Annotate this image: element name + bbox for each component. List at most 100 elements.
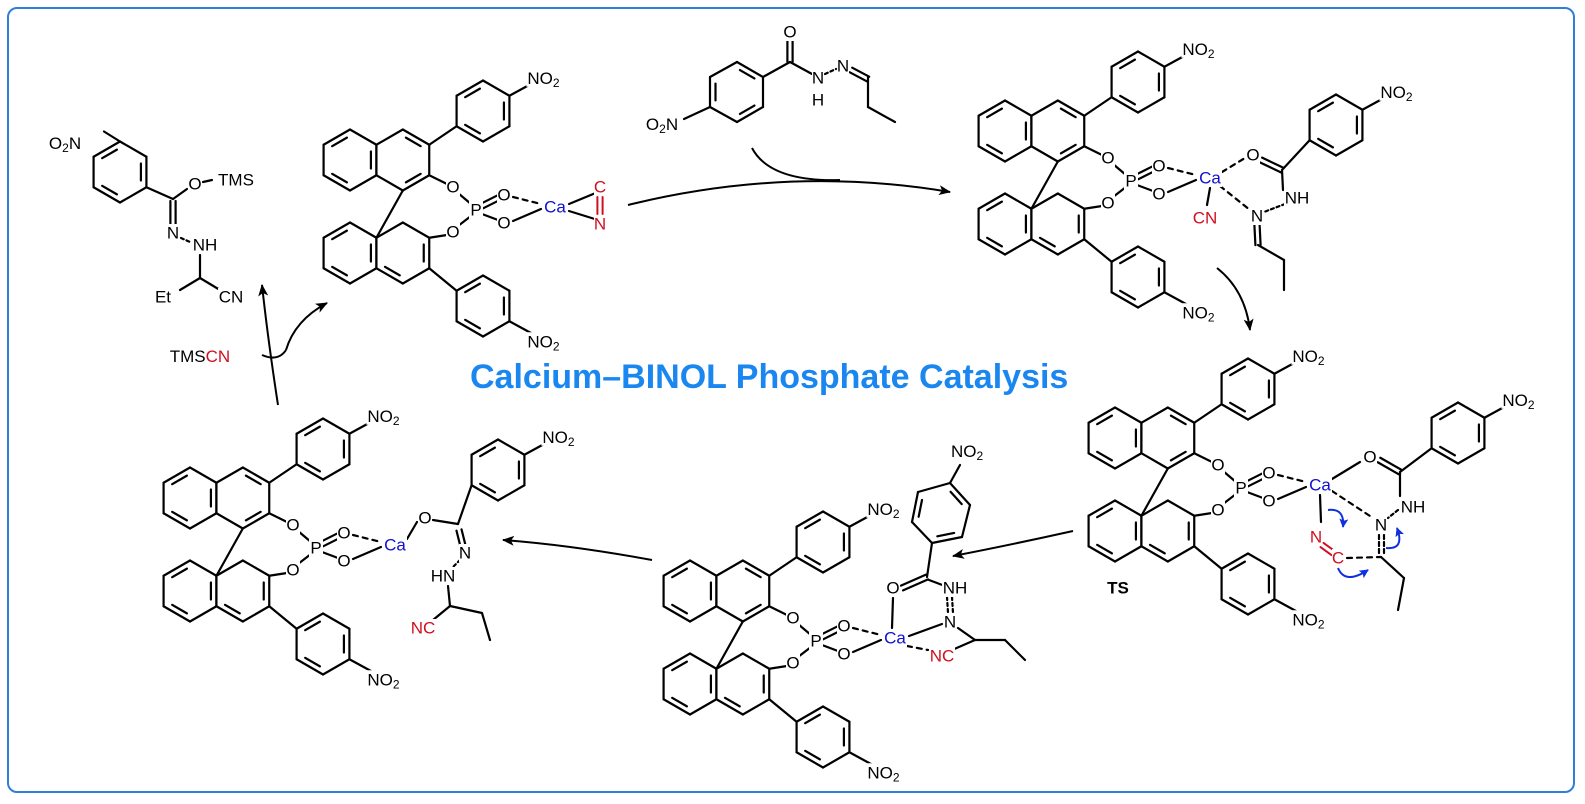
double-bond	[671, 696, 689, 708]
ring-bond	[688, 559, 718, 577]
bond	[460, 528, 467, 547]
nitro-group-label: NO2	[867, 499, 900, 521]
ring-bond	[496, 438, 526, 456]
bond	[1262, 202, 1287, 214]
double-bond	[986, 143, 1004, 155]
ring-bond	[215, 605, 244, 623]
label-background	[47, 134, 83, 152]
double-bond	[738, 68, 756, 80]
bond	[428, 233, 449, 239]
atom-label: NH	[1401, 498, 1426, 517]
double-bond	[1059, 107, 1077, 119]
bond	[508, 320, 533, 335]
label-background	[837, 645, 851, 663]
atom-label: N	[1375, 516, 1387, 535]
atom-label: O	[497, 186, 510, 205]
atom-label: N	[594, 215, 606, 234]
ring-bond	[1246, 598, 1276, 616]
bond	[1218, 184, 1252, 212]
ring-bond	[188, 605, 218, 623]
atom-label: O	[1152, 185, 1165, 204]
arrow-product-release	[258, 284, 279, 406]
bond	[1205, 186, 1212, 207]
bond	[319, 532, 338, 543]
atom-label: C	[1332, 549, 1344, 568]
double-bond	[383, 265, 401, 277]
double-bond	[244, 474, 262, 486]
bond	[796, 622, 813, 637]
double-bond	[1119, 58, 1137, 70]
bond	[428, 267, 458, 292]
atom-label: N	[837, 57, 849, 76]
curly-arrow	[1327, 508, 1349, 528]
double-bond	[1096, 507, 1114, 519]
ring-bond	[1246, 357, 1276, 375]
ring-bond	[348, 128, 378, 146]
ring-bond	[795, 556, 825, 574]
bond	[480, 611, 492, 642]
bond	[268, 605, 298, 630]
bond	[1318, 493, 1323, 524]
atom-label: P	[1125, 172, 1136, 191]
label-background	[286, 561, 300, 579]
label-background	[1379, 82, 1414, 101]
bond	[456, 191, 473, 206]
label-background	[337, 524, 351, 542]
label-background	[594, 215, 606, 233]
label-background	[786, 654, 800, 672]
label-background	[1192, 209, 1218, 227]
ring-bond	[1110, 96, 1140, 114]
bond	[1221, 492, 1238, 506]
bond	[1256, 243, 1286, 262]
calcium-label: Ca	[544, 198, 566, 217]
ring-bond	[1140, 452, 1169, 470]
label-background	[1251, 207, 1263, 225]
ring-bond	[241, 605, 271, 623]
ring-bond	[1030, 192, 1059, 210]
ring-bond	[821, 751, 851, 769]
ring-bond	[1136, 245, 1166, 263]
bond-layer	[92, 38, 1508, 769]
ts-label: TS	[1107, 579, 1129, 598]
bond	[788, 60, 814, 76]
label-background	[152, 288, 174, 306]
ring-bond	[688, 605, 718, 623]
label-background	[866, 763, 901, 782]
double-bond	[804, 518, 822, 530]
ring-bond	[916, 481, 952, 494]
bond	[768, 556, 798, 577]
ring-bond	[401, 267, 431, 285]
ring-bond	[1087, 452, 1117, 470]
bond	[1319, 546, 1333, 557]
ring-bond	[481, 274, 511, 292]
ring-bond	[321, 612, 351, 630]
atom-label: O	[337, 552, 350, 571]
figure-frame	[7, 7, 1575, 793]
label-background	[929, 647, 955, 665]
label-background	[1291, 346, 1326, 365]
label-background	[446, 178, 460, 196]
bond	[1379, 555, 1406, 580]
bond	[1396, 576, 1406, 612]
label-background	[1246, 146, 1260, 164]
ring-bond	[1113, 499, 1143, 517]
nitro-group-label: NO2	[367, 670, 400, 692]
ring-bond	[1056, 99, 1086, 117]
tmscn-label: TMSCN	[170, 347, 230, 366]
atom-label: NH	[193, 236, 218, 255]
ring-bond	[1056, 192, 1086, 210]
double-bond	[304, 425, 322, 437]
ring-bond	[401, 128, 431, 146]
label-background	[497, 214, 511, 232]
label-background	[446, 223, 460, 241]
arrow-catalyst-to-complex	[627, 180, 951, 206]
ring-bond	[92, 186, 122, 204]
ring-bond	[948, 481, 972, 507]
double-bond	[1059, 143, 1077, 155]
ring-bond	[322, 221, 352, 239]
bond	[1083, 238, 1113, 263]
bond	[1083, 145, 1104, 157]
double-bond	[404, 172, 422, 184]
ring-bond	[708, 60, 739, 79]
label-background	[1363, 448, 1377, 466]
